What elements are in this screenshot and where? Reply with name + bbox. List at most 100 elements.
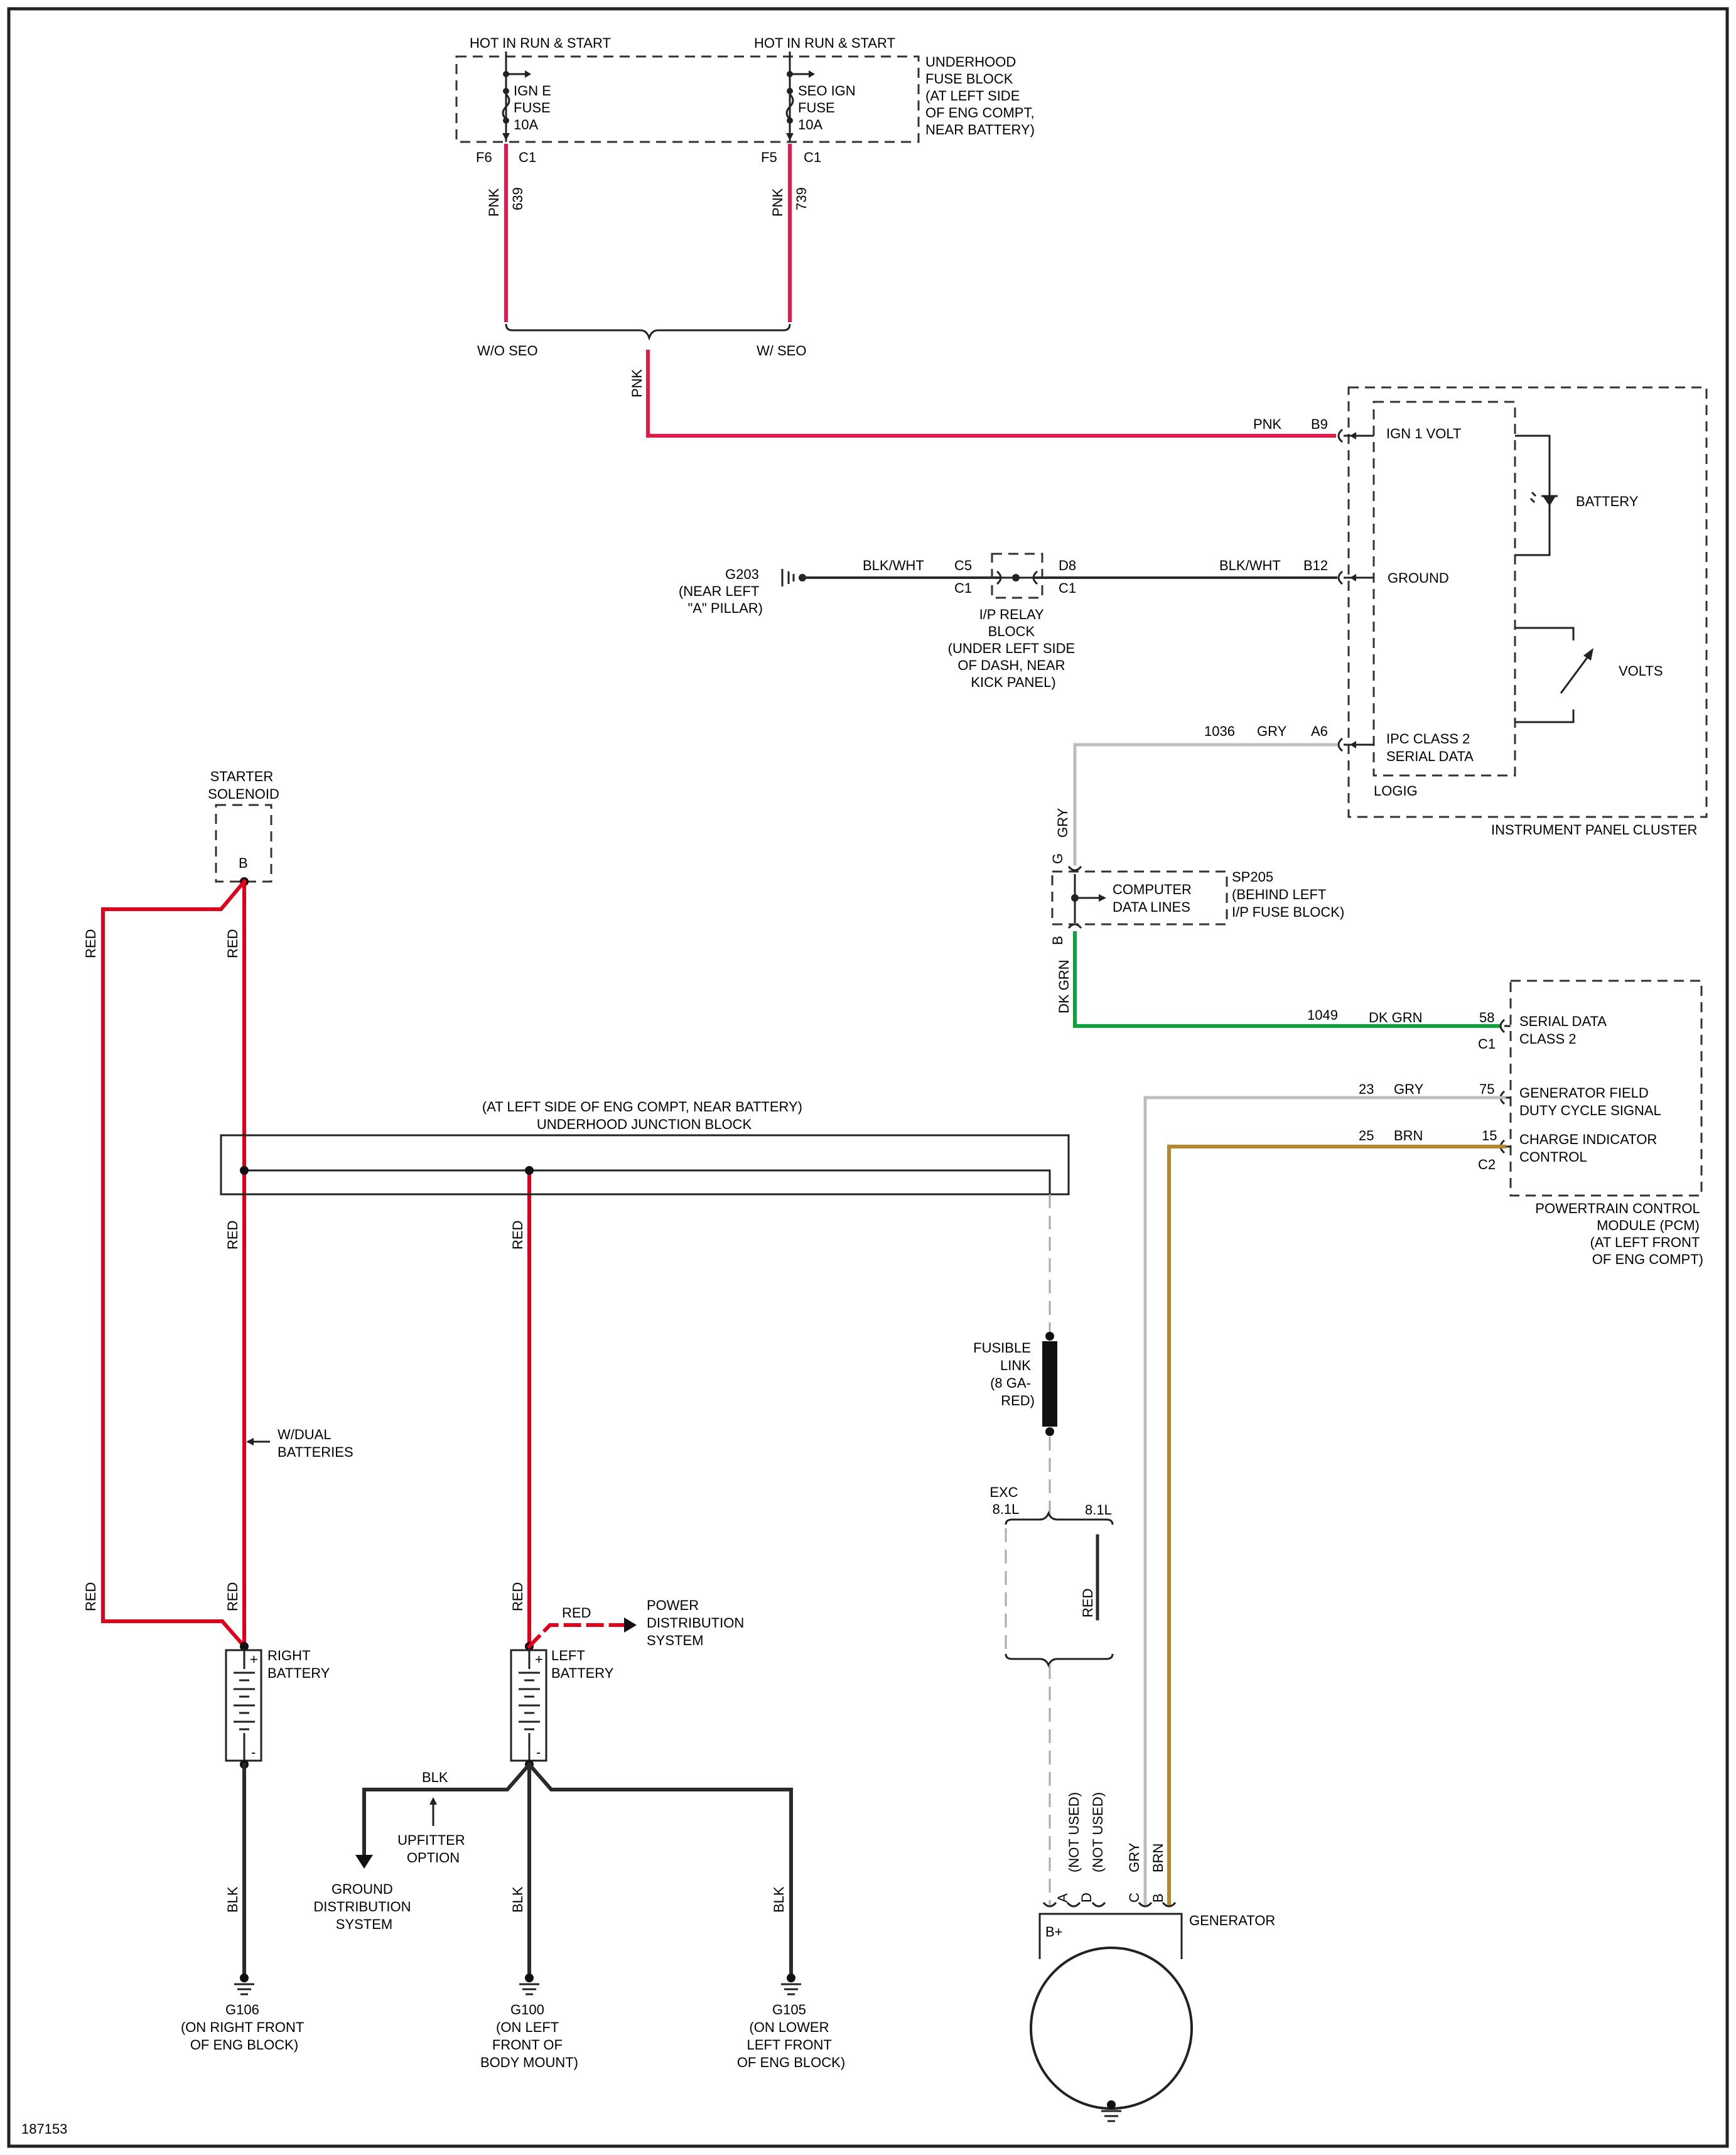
ipc-data-circuit: 1036 <box>1204 723 1235 739</box>
generator-pin-d-note: (NOT USED) <box>1090 1792 1106 1872</box>
g105-label: G105 (ON LOWER LEFT FRONT OF ENG BLOCK) <box>737 2002 845 2070</box>
right-battery: + - RIGHT BATTERY <box>225 1642 330 1769</box>
ign-e-fuse-label: IGN E FUSE 10A <box>514 83 555 132</box>
fuse2-connector-label: C1 <box>804 149 821 165</box>
hot-in-run-label-1: HOT IN RUN & START <box>470 35 611 51</box>
pcm-charge-conn: C2 <box>1478 1157 1496 1172</box>
wire-pnk-to-ipc <box>646 350 1336 438</box>
generator-pin-b-color: BRN <box>1150 1844 1166 1872</box>
ipc-data-pin: A6 <box>1311 723 1328 739</box>
pcm-serial-label: SERIAL DATA CLASS 2 <box>1519 1013 1610 1047</box>
sp205-top-color: GRY <box>1055 807 1070 838</box>
ipc-ground-pin: B12 <box>1303 558 1328 573</box>
pcm-serial-conn: C1 <box>1478 1036 1496 1052</box>
fuse-block-name: UNDERHOOD FUSE BLOCK (AT LEFT SIDE OF EN… <box>925 54 1038 138</box>
pcm-field-color: GRY <box>1394 1081 1424 1097</box>
junction-block-label: (AT LEFT SIDE OF ENG COMPT, NEAR BATTERY… <box>482 1099 806 1132</box>
g106-ground-symbol <box>234 1974 254 1996</box>
left-battery: + - LEFT BATTERY <box>510 1642 614 1769</box>
generator-pin-c-color: GRY <box>1126 1842 1142 1872</box>
underhood-junction-block: (AT LEFT SIDE OF ENG COMPT, NEAR BATTERY… <box>220 1099 1070 1196</box>
generator-pin-b: B <box>1150 1893 1166 1903</box>
ip-relay-block-label: I/P RELAY BLOCK (UNDER LEFT SIDE OF DASH… <box>948 607 1079 690</box>
pcm-charge-pin: 15 <box>1482 1128 1497 1143</box>
sp205-top-pin: G <box>1050 853 1065 864</box>
sp205-bottom-color: DK GRN <box>1056 959 1072 1013</box>
blk-g106-label: BLK <box>225 1886 240 1913</box>
ipc-ground-label: GROUND <box>1388 570 1449 586</box>
starter-pin-b: B <box>239 855 248 871</box>
pcm-field-pin: 75 <box>1479 1081 1494 1097</box>
generator-name: GENERATOR <box>1189 1913 1275 1928</box>
fuse1-pin-label: F6 <box>476 149 492 165</box>
sp205-bottom-pin: B <box>1050 936 1065 945</box>
g203-ground: G203 (NEAR LEFT "A" PILLAR) <box>679 566 806 616</box>
ipc-data-color: GRY <box>1257 723 1287 739</box>
option-81l-color: RED <box>1080 1589 1096 1618</box>
powertrain-control-module: POWERTRAIN CONTROL MODULE (PCM) (AT LEFT… <box>1307 980 1703 1267</box>
seo-ign-fuse: SEO IGN FUSE 10A <box>785 51 856 142</box>
ign-e-fuse: IGN E FUSE 10A <box>502 51 555 142</box>
wire-red-power-distribution <box>526 1623 626 1650</box>
diagram-frame <box>7 7 1729 2148</box>
fusible-link: FUSIBLE LINK (8 GA- RED) <box>973 1332 1057 1436</box>
g203-wire-color: BLK/WHT <box>863 558 924 573</box>
pcm-field-circuit: 23 <box>1359 1081 1374 1097</box>
wire-639-circuit: 639 <box>510 187 526 210</box>
wire-red-outer <box>101 878 247 1650</box>
generator-pin-a: A <box>1055 1893 1070 1903</box>
left-battery-label: LEFT BATTERY <box>551 1648 614 1681</box>
wire-639-color: PNK <box>486 188 502 217</box>
relay-pin-left: C5 <box>954 558 972 573</box>
relay-pin-right: D8 <box>1059 558 1076 573</box>
power-dist-wire-color: RED <box>562 1605 591 1621</box>
g100-ground-symbol <box>519 1974 539 1996</box>
ipc-volts-label: VOLTS <box>1619 663 1663 679</box>
pcm-name: POWERTRAIN CONTROL MODULE (PCM) (AT LEFT… <box>1535 1201 1703 1267</box>
fuse2-pin-label: F5 <box>761 149 777 165</box>
ipc-ign-pin: B9 <box>1311 416 1328 432</box>
sp205-inner-label: COMPUTER DATA LINES <box>1113 882 1195 915</box>
wire-1049-dk-grn <box>1073 931 1500 1028</box>
ipc-logic-label: LOGIG <box>1374 783 1418 799</box>
wire-25-brn <box>1167 1145 1506 1906</box>
blk-g105-label: BLK <box>771 1886 787 1913</box>
left-battery-plus: + <box>535 1651 543 1667</box>
ipc-battery-lamp-label: BATTERY <box>1576 494 1639 509</box>
ipc-ign-label: IGN 1 VOLT <box>1386 426 1461 441</box>
right-battery-plus: + <box>250 1651 258 1667</box>
pcm-serial-color: DK GRN <box>1369 1010 1423 1025</box>
pcm-charge-circuit: 25 <box>1359 1128 1374 1143</box>
starter-solenoid: STARTER SOLENOID B <box>208 769 279 886</box>
generator-pin-c: C <box>1126 1893 1142 1903</box>
engine-option-brace-top <box>1005 1510 1114 1525</box>
generator-bplus: B+ <box>1045 1924 1063 1940</box>
wire-1036-gry <box>1073 743 1338 866</box>
red-outer-lower-label: RED <box>83 1582 99 1611</box>
right-battery-label: RIGHT BATTERY <box>267 1648 330 1681</box>
g100-label: G100 (ON LEFT FRONT OF BODY MOUNT) <box>480 2002 578 2070</box>
red-outer-upper-label: RED <box>83 929 99 958</box>
power-distribution-label: POWER DISTRIBUTION SYSTEM <box>647 1597 748 1648</box>
seo-option-brace <box>505 323 791 341</box>
sp205-name: SP205 (BEHIND LEFT I/P FUSE BLOCK) <box>1232 869 1344 920</box>
instrument-panel-cluster: INSTRUMENT PANEL CLUSTER LOGIG PNK B9 IG… <box>1204 386 1708 838</box>
engine-option-brace-bottom <box>1005 1653 1114 1668</box>
red-left-mid-label: RED <box>510 1221 526 1250</box>
underhood-fuse-block: HOT IN RUN & START HOT IN RUN & START UN… <box>455 35 1038 165</box>
generator: B+ GENERATOR A D C B (NOT USED) (NOT USE… <box>1030 1792 1275 2122</box>
pcm-field-label: GENERATOR FIELD DUTY CYCLE SIGNAL <box>1519 1085 1661 1118</box>
pcm-charge-color: BRN <box>1394 1128 1423 1143</box>
fuse1-connector-label: C1 <box>519 149 536 165</box>
ipc-ground-wire-color: BLK/WHT <box>1219 558 1281 573</box>
pcm-serial-circuit: 1049 <box>1307 1007 1338 1023</box>
option-w-seo: W/ SEO <box>757 343 806 359</box>
wire-blk-g105 <box>526 1761 793 1976</box>
blk-g100-label: BLK <box>510 1886 526 1913</box>
red-right-lower-label: RED <box>225 1582 240 1611</box>
g105-ground-symbol <box>781 1974 801 1996</box>
hot-in-run-label-2: HOT IN RUN & START <box>754 35 895 51</box>
relay-conn-left: C1 <box>954 580 972 596</box>
wire-blk-upfitter <box>362 1761 532 1857</box>
